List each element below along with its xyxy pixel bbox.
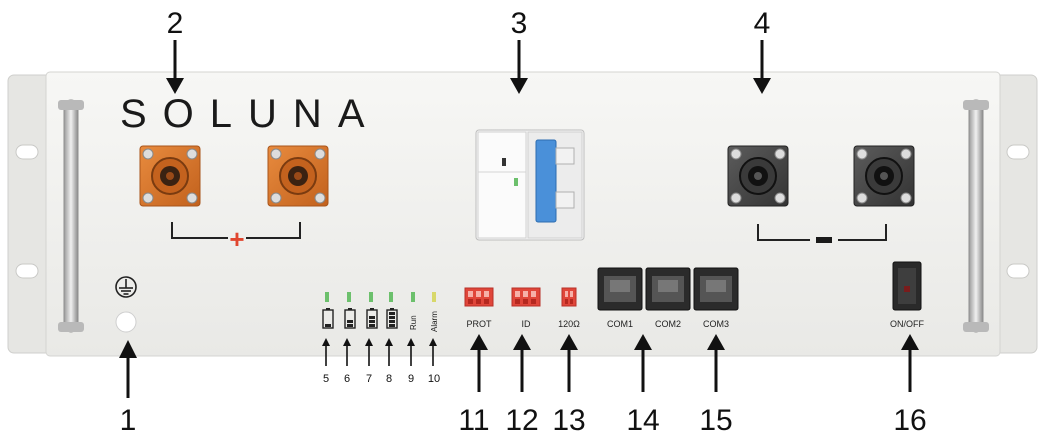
callout-14: 14 [626,404,659,434]
handle-right [963,99,989,333]
callout-15: 15 [699,404,732,434]
callout-4: 4 [754,7,771,40]
callout-arrows [119,40,919,398]
label-onoff: ON/OFF [890,319,924,329]
negative-bracket: - [757,224,887,243]
callout-2: 2 [167,7,184,40]
battery-3-icon [366,308,378,329]
positive-terminal-2 [267,145,329,207]
callout-9: 9 [408,373,414,385]
label-prot: PROT [466,319,492,329]
dip-switch-120-ohm[interactable] [561,287,577,307]
callout-5: 5 [323,373,329,385]
dip-switch-prot[interactable] [464,287,494,307]
positive-terminal-1 [139,145,201,207]
rack-ear-right [988,74,1038,354]
positive-sign: + [229,224,244,254]
led-5 [325,292,329,302]
callout-3: 3 [511,7,528,40]
led-7 [369,292,373,302]
callout-1: 1 [120,404,137,434]
label-com3: COM3 [703,319,729,329]
callout-8: 8 [386,373,392,385]
label-120-ohm: 120Ω [558,319,580,329]
callout-10: 10 [428,373,440,385]
com3-port[interactable] [693,267,739,311]
negative-sign [816,237,832,243]
label-id: ID [522,319,532,329]
battery-4-icon [386,308,398,329]
label-com1: COM1 [607,319,633,329]
power-switch[interactable] [892,261,922,311]
dip-switch-id[interactable] [511,287,541,307]
battery-2-icon [344,308,356,329]
callout-16: 16 [893,404,926,434]
led-8 [389,292,393,302]
negative-terminal-2 [853,145,915,207]
callout-7: 7 [366,373,372,385]
brand-logo: SOLUNA [120,92,381,136]
led-indicators [325,292,436,302]
callout-11: 11 [458,404,489,434]
led-10 [432,292,436,302]
label-com2: COM2 [655,319,681,329]
callout-12: 12 [505,404,538,434]
callout-13: 13 [552,404,585,434]
ground-screw [115,311,137,333]
handle-left [58,99,84,333]
positive-bracket: + [171,222,301,254]
led-label-alarm: Alarm [430,311,439,332]
ground-icon [115,276,137,298]
led-9 [411,292,415,302]
led-label-run: Run [409,315,418,330]
circuit-breaker[interactable] [475,129,585,241]
battery-1-icon [322,308,334,329]
callout-arrows-small [322,338,437,366]
led-6 [347,292,351,302]
negative-terminal-1 [727,145,789,207]
callout-6: 6 [344,373,350,385]
com2-port[interactable] [645,267,691,311]
com1-port[interactable] [597,267,643,311]
